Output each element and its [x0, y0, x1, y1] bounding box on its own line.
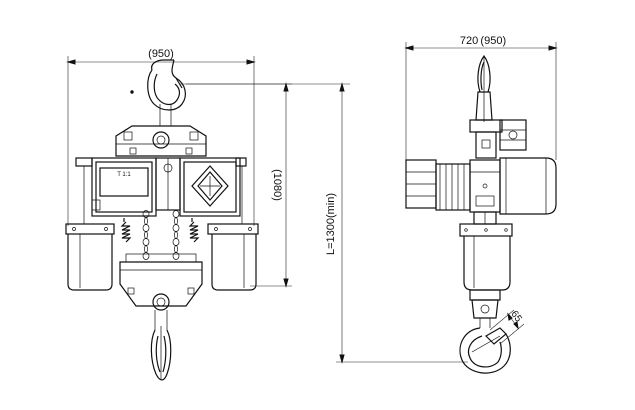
hook-opening-label: 65 — [508, 309, 524, 325]
center-gear-block — [155, 157, 181, 211]
chain-link — [144, 231, 148, 239]
bottom-hook — [150, 326, 172, 381]
side-bottom-hook — [459, 327, 511, 374]
side-brake-drum — [499, 157, 557, 215]
side-width-dimension: 720 (950) — [404, 35, 558, 160]
left-chain-bag — [65, 223, 115, 291]
chain-link — [174, 245, 178, 253]
bottom-hook-block — [119, 253, 203, 330]
left-control-box: T 1:1 — [75, 157, 157, 224]
load-chains — [120, 210, 200, 260]
chain-link — [172, 224, 180, 232]
chain-link — [172, 210, 180, 218]
front-view: (950) (1080) — [65, 48, 292, 381]
chain-link — [142, 238, 150, 246]
front-width-label: (950) — [148, 48, 174, 60]
chain-link — [144, 245, 148, 253]
front-height-label: (1080) — [271, 169, 283, 201]
side-motor — [405, 159, 471, 211]
front-width-dimension: (950) — [66, 48, 256, 226]
right-chain-bag — [207, 223, 259, 291]
lift-height-dimension: L=1300(min) — [186, 82, 468, 364]
chain-link — [174, 231, 178, 239]
side-gear-case — [469, 159, 501, 213]
nameplate-text: T 1:1 — [117, 172, 131, 178]
side-width-label: 720 (950) — [460, 35, 506, 47]
side-chain-guide — [473, 211, 497, 225]
suspension-plate — [115, 125, 207, 157]
side-view: 720 (950) L=1300(min) — [186, 35, 558, 374]
chain-links — [142, 210, 180, 260]
chain-link — [144, 217, 148, 225]
side-top-hook — [475, 54, 493, 122]
right-motor-box — [179, 157, 247, 224]
top-hook — [130, 59, 186, 126]
side-hook-block — [469, 289, 501, 328]
chain-link — [142, 224, 150, 232]
chain-link — [172, 238, 180, 246]
chain-link — [172, 252, 180, 260]
side-chain-bag — [459, 223, 513, 291]
side-suspension — [469, 119, 527, 159]
chain-link — [142, 252, 150, 260]
lift-height-label: L=1300(min) — [325, 193, 337, 255]
chain-link — [174, 217, 178, 225]
front-height-dimension: (1080) — [180, 82, 292, 288]
